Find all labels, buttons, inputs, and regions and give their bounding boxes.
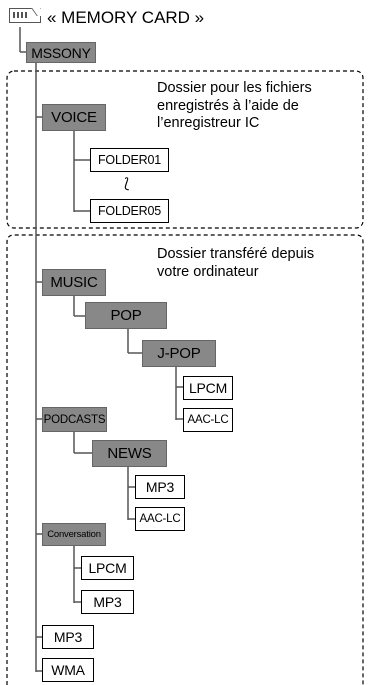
file-j-pop-lpcm: LPCM — [183, 376, 233, 400]
file-news-aac-lc: AAC-LC — [135, 507, 185, 531]
file-wma: WMA — [42, 658, 94, 682]
note-transferred-folder: Dossier transféré depuis votre ordinateu… — [157, 246, 315, 280]
folder-pop: POP — [85, 302, 167, 329]
folder-folder05: FOLDER05 — [90, 199, 169, 223]
memory-card-label: « MEMORY CARD » — [47, 8, 205, 27]
folder-folder01: FOLDER01 — [90, 148, 169, 172]
file-conversation-mp3: MP3 — [81, 590, 134, 614]
folder-voice: VOICE — [42, 104, 106, 131]
folder-mssony: MSSONY — [26, 42, 96, 63]
folder-news: NEWS — [92, 440, 167, 467]
file-j-pop-aac-lc: AAC-LC — [183, 408, 233, 432]
file-news-mp3: MP3 — [135, 475, 185, 499]
transferred-folder-region — [6, 234, 364, 685]
folder-j-pop: J-POP — [142, 340, 216, 367]
ellipsis-marker: ⟅ — [124, 175, 130, 191]
note-recorded-folder: Dossier pour les fichiers enregistrés à … — [157, 80, 312, 131]
recorded-folder-region — [6, 70, 364, 229]
folder-podcasts: PODCASTS — [42, 407, 107, 432]
folder-conversation: Conversation — [42, 523, 106, 546]
folder-music: MUSIC — [42, 269, 106, 296]
file-mp3: MP3 — [42, 625, 94, 649]
memory-card-icon — [9, 8, 46, 23]
file-conversation-lpcm: LPCM — [81, 556, 134, 580]
